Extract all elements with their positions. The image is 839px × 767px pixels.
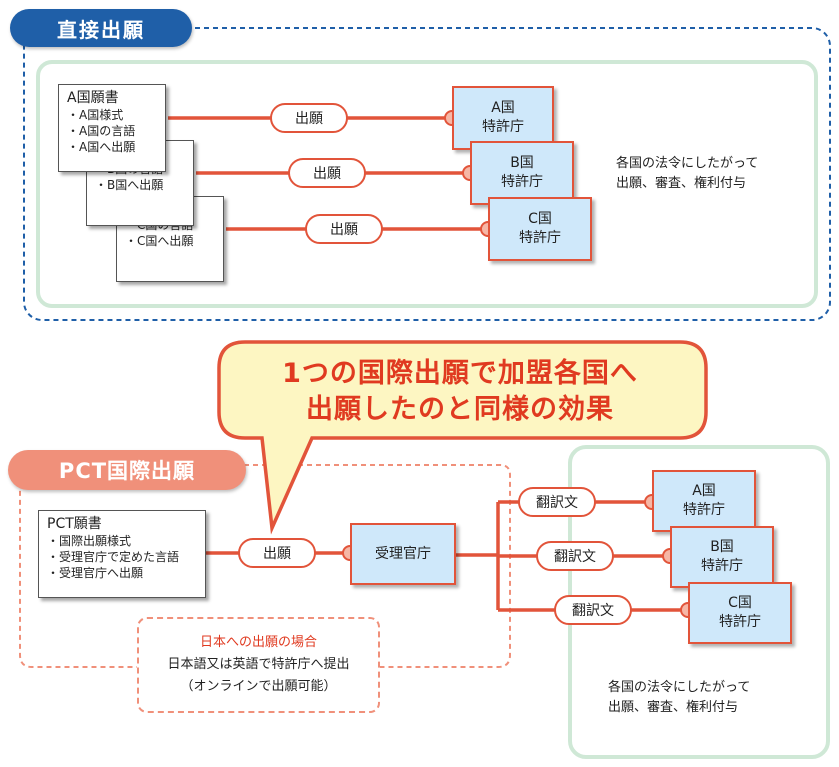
doc-item: ・A国へ出願 bbox=[67, 140, 136, 154]
note-line: 各国の法令にしたがって bbox=[616, 156, 759, 171]
doc-item: ・C国へ出願 bbox=[125, 234, 194, 248]
pct-doc-card: PCT願書 ・国際出願様式 ・受理官庁で定めた言語 ・受理官庁へ出願 bbox=[38, 510, 206, 598]
speech-bubble bbox=[217, 340, 708, 535]
japan-note-title: 日本への出願の場合 bbox=[199, 635, 317, 650]
receiving-office: 受理官庁 bbox=[350, 523, 456, 585]
note-line: 出願、審査、権利付与 bbox=[616, 176, 747, 191]
direct-frame bbox=[23, 27, 831, 321]
pct-filing-header: PCT国際出願 bbox=[8, 450, 246, 490]
note-line: 各国の法令にしたがって bbox=[608, 680, 751, 695]
japan-filing-note: 日本への出願の場合 日本語又は英語で特許庁へ提出 （オンラインで出願可能） bbox=[137, 617, 380, 713]
office-name: A国 bbox=[692, 483, 716, 499]
office-sub: 特許庁 bbox=[719, 614, 761, 630]
direct-filing-header: 直接出願 bbox=[10, 9, 192, 47]
office-name: B国 bbox=[510, 155, 534, 171]
translation-tag-c: 翻訳文 bbox=[554, 595, 632, 625]
pct-office-a: A国 特許庁 bbox=[652, 470, 756, 532]
doc-item: ・A国様式 bbox=[67, 108, 124, 122]
japan-note-line-1: 日本語又は英語で特許庁へ提出 bbox=[167, 657, 350, 672]
doc-item: ・A国の言語 bbox=[67, 124, 136, 138]
bubble-line-1: 1つの国際出願で加盟各国へ bbox=[282, 358, 638, 389]
filing-tag-c: 出願 bbox=[305, 214, 383, 244]
office-name: C国 bbox=[728, 595, 752, 611]
japan-note-line-2: （オンラインで出願可能） bbox=[180, 679, 337, 694]
office-name: C国 bbox=[528, 211, 552, 227]
office-sub: 特許庁 bbox=[701, 558, 743, 574]
pct-note: 各国の法令にしたがって 出願、審査、権利付与 bbox=[598, 672, 786, 732]
doc-card-a: A国願書 ・A国様式 ・A国の言語 ・A国へ出願 bbox=[58, 84, 166, 172]
doc-item: ・国際出願様式 bbox=[47, 534, 132, 548]
note-line: 出願、審査、権利付与 bbox=[608, 700, 739, 715]
bubble-text: 1つの国際出願で加盟各国へ 出願したのと同様の効果 bbox=[215, 347, 705, 437]
filing-tag-a: 出願 bbox=[270, 103, 348, 133]
office-c: C国 特許庁 bbox=[488, 197, 592, 261]
doc-title: A国願書 bbox=[67, 90, 119, 106]
office-a: A国 特許庁 bbox=[452, 86, 554, 150]
doc-title: PCT願書 bbox=[47, 516, 102, 532]
office-name: B国 bbox=[710, 539, 734, 555]
doc-item: ・受理官庁へ出願 bbox=[47, 566, 144, 580]
pct-filing-tag: 出願 bbox=[238, 538, 316, 568]
filing-tag-b: 出願 bbox=[288, 158, 366, 188]
office-b: B国 特許庁 bbox=[470, 141, 574, 205]
doc-item: ・受理官庁で定めた言語 bbox=[47, 550, 180, 564]
pct-office-c: C国 特許庁 bbox=[688, 582, 792, 644]
office-sub: 特許庁 bbox=[683, 502, 725, 518]
office-sub: 特許庁 bbox=[519, 230, 561, 246]
doc-item: ・B国へ出願 bbox=[95, 178, 164, 192]
translation-tag-b: 翻訳文 bbox=[536, 541, 614, 571]
direct-note: 各国の法令にしたがって 出願、審査、権利付与 bbox=[606, 148, 794, 208]
receiving-office-name: 受理官庁 bbox=[375, 545, 431, 562]
pct-office-b: B国 特許庁 bbox=[670, 526, 774, 588]
office-name: A国 bbox=[491, 100, 515, 116]
bubble-line-2: 出願したのと同様の効果 bbox=[306, 394, 614, 425]
office-sub: 特許庁 bbox=[501, 174, 543, 190]
office-sub: 特許庁 bbox=[482, 119, 524, 135]
direct-panel bbox=[36, 60, 818, 308]
translation-tag-a: 翻訳文 bbox=[518, 487, 596, 517]
